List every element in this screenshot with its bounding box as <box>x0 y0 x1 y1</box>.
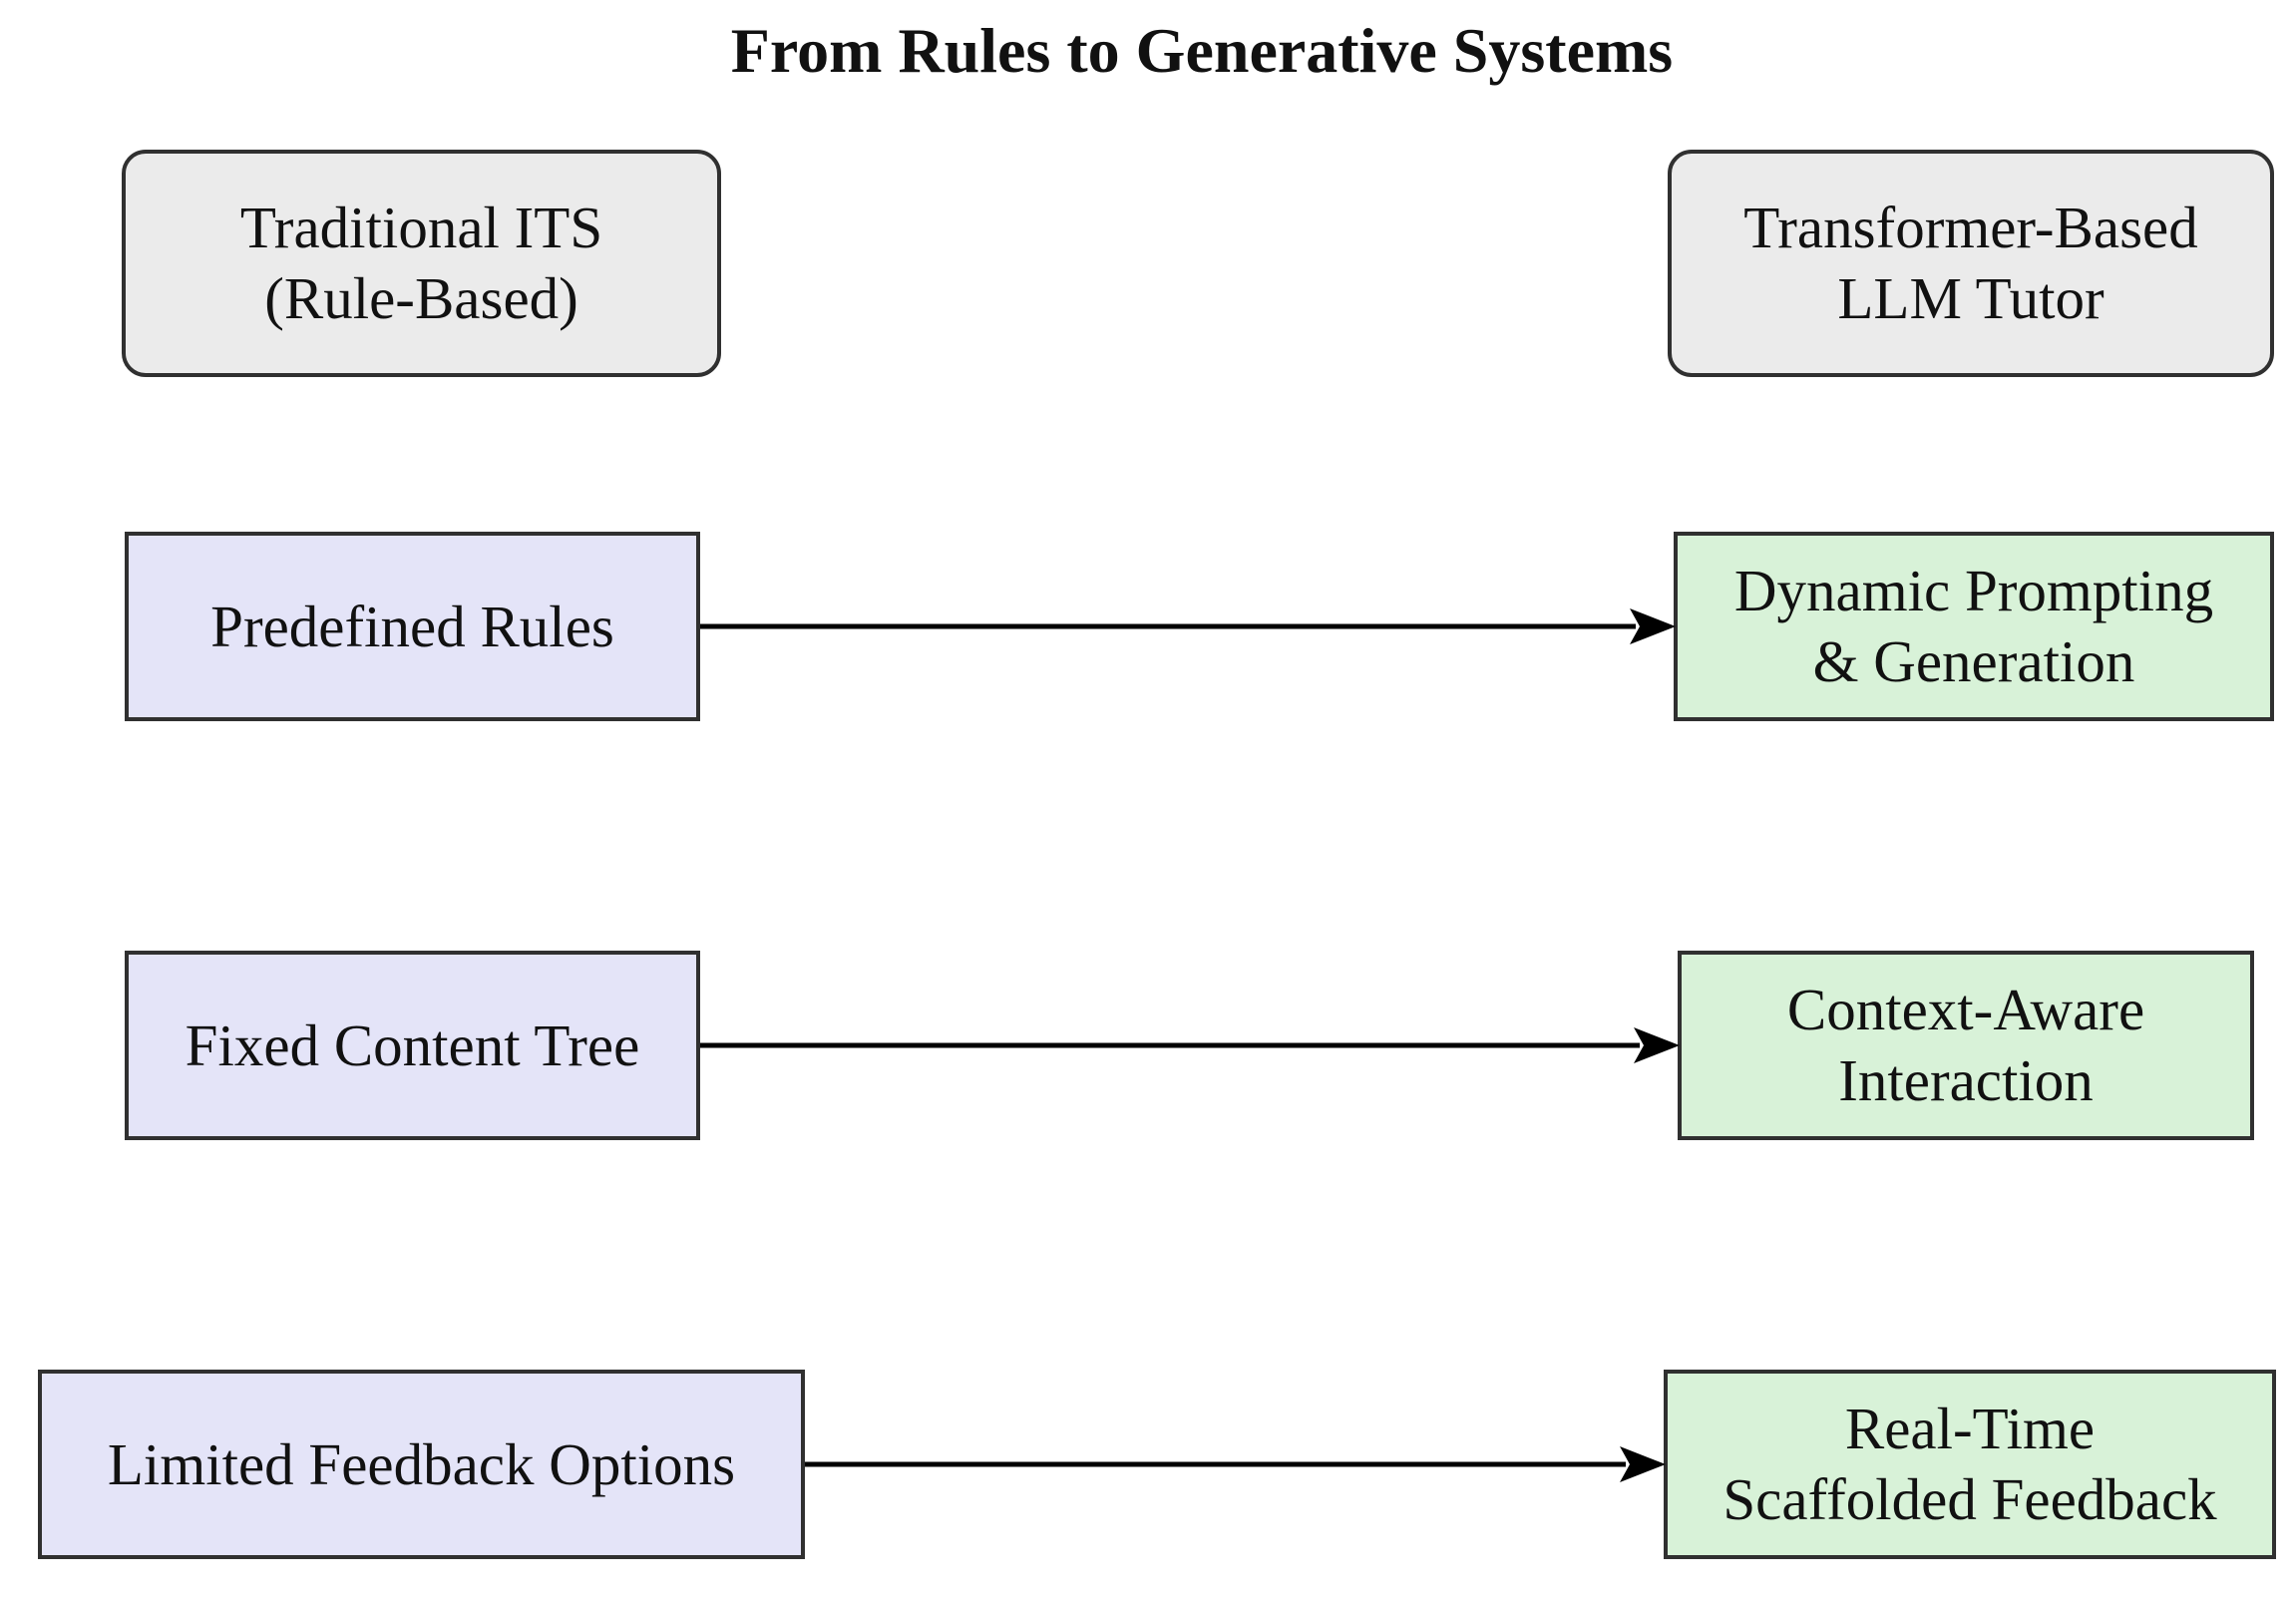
node-fixed-content-tree: Fixed Content Tree <box>125 951 700 1140</box>
header-llm-tutor: Transformer-Based LLM Tutor <box>1668 150 2274 377</box>
arrow-head-icon <box>1634 1027 1680 1063</box>
header-traditional-its-line2: (Rule-Based) <box>264 265 578 331</box>
node-context-aware: Context-Aware Interaction <box>1678 951 2254 1140</box>
node-dynamic-prompting-line2: & Generation <box>1812 628 2135 694</box>
node-context-aware-line1: Context-Aware <box>1786 977 2145 1043</box>
node-realtime-feedback: Real-Time Scaffolded Feedback <box>1664 1370 2276 1559</box>
header-traditional-its: Traditional ITS (Rule-Based) <box>122 150 721 377</box>
diagram-title: From Rules to Generative Systems <box>730 15 1674 86</box>
arrow-head-icon <box>1630 608 1676 644</box>
node-context-aware-line2: Interaction <box>1838 1047 2094 1113</box>
node-realtime-feedback-line1: Real-Time <box>1844 1396 2096 1462</box>
node-realtime-feedback-line2: Scaffolded Feedback <box>1722 1466 2217 1532</box>
arrow-rules-to-prompting-icon <box>700 608 1676 644</box>
node-predefined-rules: Predefined Rules <box>125 532 700 721</box>
node-dynamic-prompting: Dynamic Prompting & Generation <box>1674 532 2274 721</box>
node-dynamic-prompting-line1: Dynamic Prompting <box>1733 558 2214 624</box>
header-llm-tutor-line2: LLM Tutor <box>1837 265 2105 331</box>
node-predefined-rules-label: Predefined Rules <box>210 593 614 659</box>
node-limited-feedback: Limited Feedback Options <box>38 1370 805 1559</box>
node-fixed-content-tree-label: Fixed Content Tree <box>185 1011 640 1078</box>
arrow-tree-to-context-icon <box>700 1027 1680 1063</box>
node-limited-feedback-label: Limited Feedback Options <box>107 1430 736 1497</box>
arrow-feedback-to-scaffolded-icon <box>805 1446 1666 1482</box>
header-traditional-its-line1: Traditional ITS <box>239 195 603 261</box>
arrow-head-icon <box>1620 1446 1666 1482</box>
header-llm-tutor-line1: Transformer-Based <box>1743 195 2198 261</box>
